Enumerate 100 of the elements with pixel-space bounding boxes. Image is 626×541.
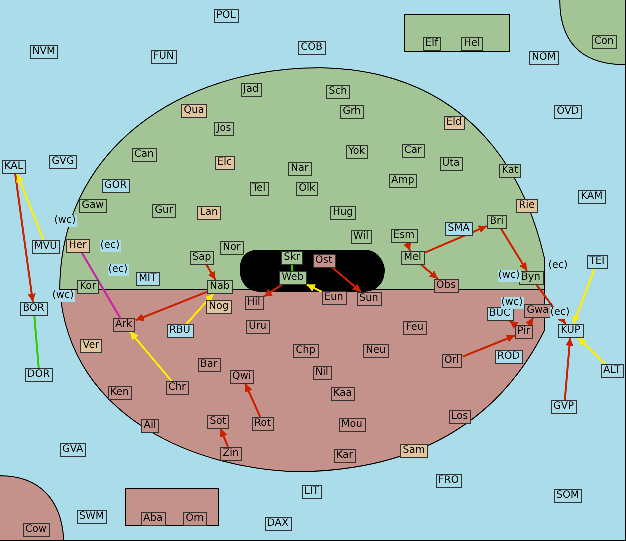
coast-label: (ec)	[548, 260, 569, 272]
province-region: LIT	[302, 485, 322, 499]
province-region: Ail	[141, 419, 160, 433]
province-region: OVD	[554, 105, 582, 119]
order-arrow	[220, 428, 230, 448]
coast-label: (wc)	[498, 270, 521, 282]
province-region: Hel	[461, 37, 484, 51]
province-region: Kaa	[330, 387, 356, 401]
province-region: Sch	[326, 85, 350, 99]
province-region: Lan	[197, 206, 222, 220]
province-region: BOR	[20, 302, 48, 316]
province-region: Sam	[400, 444, 428, 458]
coast-label: (ec)	[550, 307, 571, 319]
coast-label: (wc)	[52, 290, 75, 302]
province-region: Byn	[518, 271, 544, 285]
order-arrow	[136, 291, 208, 322]
order-arrow	[509, 320, 519, 329]
province-region: KUP	[558, 324, 584, 338]
province-region: Bri	[487, 215, 507, 229]
province-region: GVG	[49, 155, 78, 169]
province-region: Esm	[390, 229, 418, 243]
province-region: POL	[214, 9, 239, 23]
province-region: Amp	[388, 174, 418, 188]
coast-label: (ec)	[108, 264, 129, 276]
province-region: Elc	[214, 156, 236, 170]
province-region: Car	[402, 144, 425, 158]
province-region: DAX	[264, 517, 292, 531]
province-region: Her	[66, 239, 90, 253]
province-region: Jad	[240, 83, 262, 97]
province-region: FRO	[436, 474, 462, 488]
province-region: BUC	[486, 307, 514, 321]
province-region: Olk	[296, 182, 318, 196]
province-region: Sot	[207, 415, 230, 429]
province-region: Qua	[181, 104, 208, 118]
province-region: KAM	[578, 190, 606, 204]
province-region: Kar	[334, 449, 356, 463]
province-region: Neu	[363, 344, 389, 358]
province-region: Zin	[220, 447, 242, 461]
order-arrow	[404, 242, 412, 252]
order-arrow	[14, 174, 36, 302]
province-region: Elf	[422, 37, 442, 51]
province-region: Nog	[206, 300, 232, 314]
province-region: Can	[132, 148, 157, 162]
province-region: Mou	[338, 418, 366, 432]
province-region: Pir	[514, 325, 534, 339]
coast-label: (wc)	[54, 215, 77, 227]
order-arrow	[578, 337, 606, 365]
province-region: Jos	[214, 122, 234, 136]
province-region: Gur	[152, 204, 176, 218]
province-region: Qwi	[230, 370, 254, 384]
order-line	[34, 316, 40, 368]
province-region: Yok	[346, 145, 368, 159]
province-region: Orl	[442, 354, 462, 368]
province-region: Grh	[340, 105, 364, 119]
province-region: TEI	[586, 255, 608, 269]
coast-label: (ec)	[100, 240, 121, 252]
province-region: RBU	[166, 324, 194, 338]
order-arrow	[424, 225, 488, 254]
order-arrow	[130, 331, 172, 382]
province-region: SOM	[554, 489, 582, 503]
province-region: Rie	[516, 199, 538, 213]
province-region: Eun	[322, 291, 346, 305]
province-region: KAL	[2, 160, 26, 174]
order-arrow	[526, 317, 534, 327]
province-region: Aba	[140, 512, 166, 526]
coast-label: (wc)	[500, 297, 524, 309]
order-arrow	[332, 267, 362, 293]
province-region: ALT	[600, 364, 624, 378]
order-arrow	[564, 338, 574, 400]
province-region: ROD	[494, 350, 524, 364]
order-arrow	[16, 174, 45, 240]
province-region: SMA	[445, 222, 473, 236]
province-region: GVP	[550, 400, 578, 414]
province-region: Bar	[198, 358, 221, 372]
order-arrow	[244, 384, 262, 418]
order-arrow	[306, 284, 322, 293]
order-arrow	[500, 228, 528, 272]
province-region: MIT	[136, 272, 160, 286]
province-region: GVA	[60, 443, 86, 457]
province-region: Con	[592, 35, 617, 49]
order-line	[81, 252, 122, 318]
province-region: Uta	[440, 157, 463, 171]
province-region: Hil	[244, 296, 264, 310]
province-region: Tel	[250, 182, 269, 196]
province-region: Sun	[356, 292, 382, 306]
province-region: FUN	[150, 50, 178, 64]
province-region: NOM	[529, 51, 559, 65]
province-region: DOR	[24, 368, 54, 382]
province-region: Wil	[350, 230, 372, 244]
province-region: Ver	[80, 339, 102, 353]
province-region: NVM	[30, 45, 58, 59]
province-region: Obs	[434, 279, 459, 293]
province-region: Nar	[288, 162, 312, 176]
province-region: Gwa	[524, 304, 552, 318]
province-region: Gaw	[79, 199, 108, 213]
province-region: Eld	[444, 116, 465, 130]
province-region: Cow	[22, 523, 50, 537]
province-region: Ken	[108, 386, 132, 400]
province-region: Web	[279, 271, 307, 285]
province-region: Mel	[401, 251, 425, 265]
